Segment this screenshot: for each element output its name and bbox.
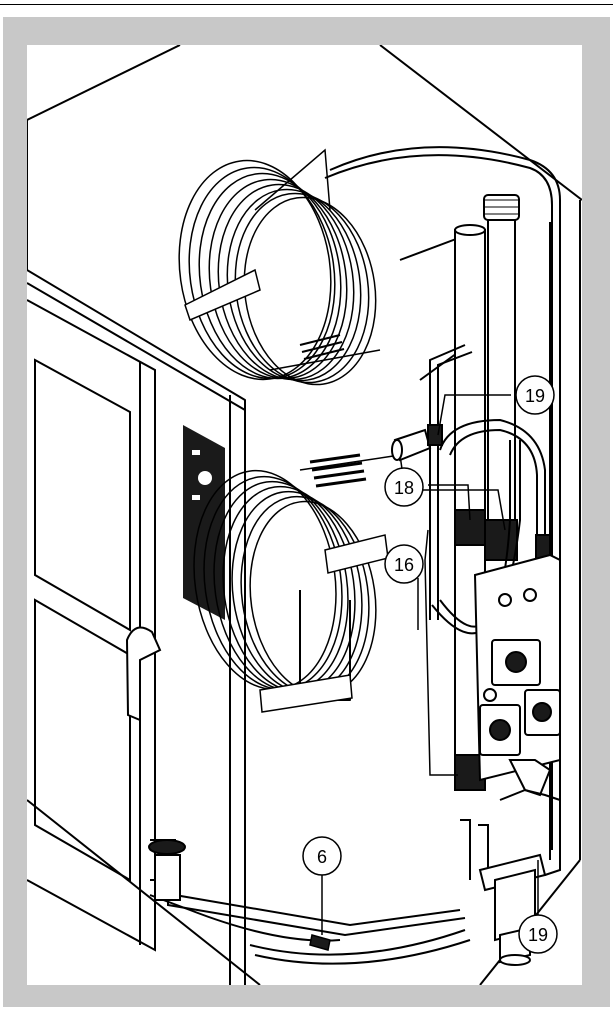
valve-block xyxy=(473,553,561,797)
side-nozzle xyxy=(391,428,432,462)
oven-door xyxy=(27,299,162,952)
callout-leaders xyxy=(321,394,539,935)
callout-18: 18 xyxy=(384,467,424,507)
svg-text:19: 19 xyxy=(528,925,548,945)
callout-19-top: 19 xyxy=(515,375,555,415)
small-fitting xyxy=(309,934,331,951)
drain-pipe xyxy=(148,839,186,901)
callout-6: 6 xyxy=(302,836,342,876)
upper-coil-pins xyxy=(299,334,345,360)
control-panel xyxy=(183,425,225,620)
header-rule xyxy=(0,4,613,5)
coil-connector-pins xyxy=(309,453,367,488)
lower-coil xyxy=(193,454,406,713)
diagram-panel: 19 18 16 6 19 xyxy=(27,45,582,985)
technical-drawing: 19 18 16 6 19 xyxy=(27,45,582,985)
svg-text:16: 16 xyxy=(394,555,414,575)
callout-19-bottom: 19 xyxy=(518,914,558,954)
svg-text:19: 19 xyxy=(525,386,545,406)
upper-coil xyxy=(178,148,381,386)
bottom-pipes xyxy=(149,788,561,966)
svg-text:6: 6 xyxy=(317,847,327,867)
callout-16: 16 xyxy=(384,544,424,584)
svg-text:18: 18 xyxy=(394,478,414,498)
